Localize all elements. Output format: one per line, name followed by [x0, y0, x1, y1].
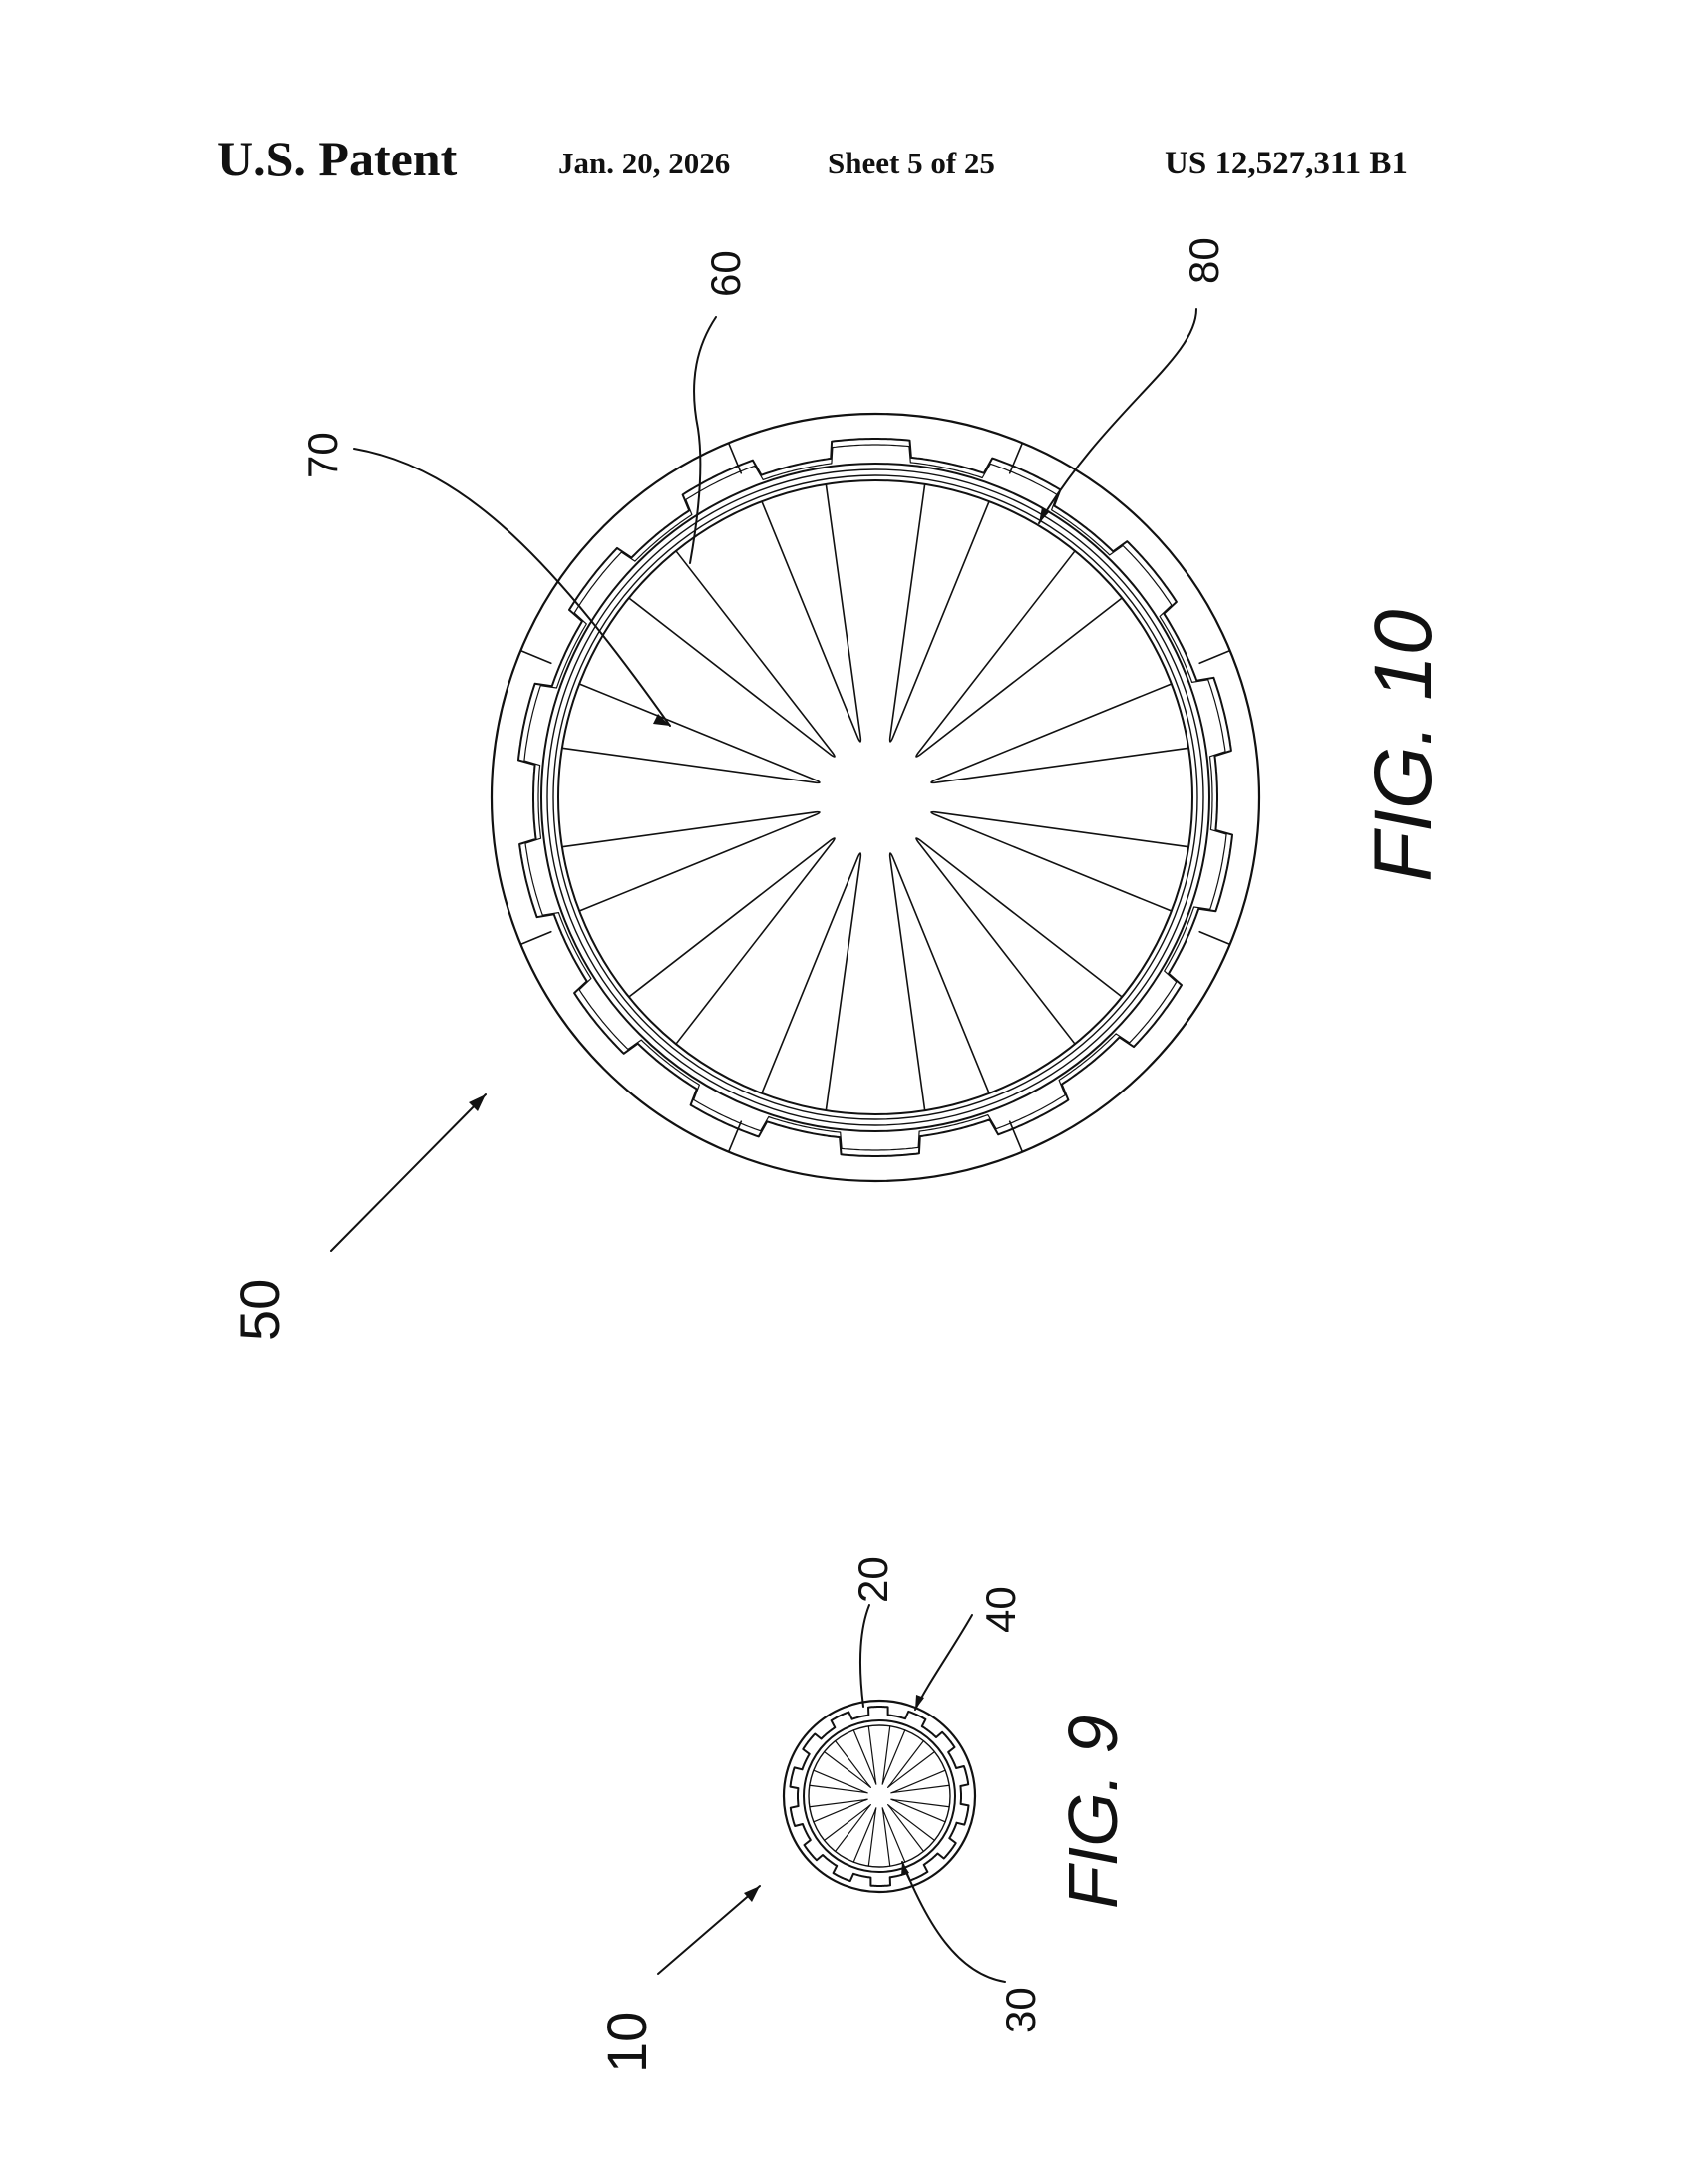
fig10-spoke [561, 683, 821, 784]
fig9-ring-outer [803, 1719, 956, 1873]
fig10-lug-band-inner [523, 444, 1227, 1151]
fig9-spoke [852, 1806, 877, 1867]
figure-10: 50 60 70 80 FIG. 10 [228, 237, 1449, 1341]
fig9-spoke [809, 1798, 869, 1823]
fig9-spoke [886, 1803, 936, 1853]
fig10-arrow-70 [653, 714, 670, 726]
fig9-ref-40: 40 [977, 1586, 1024, 1633]
fig10-ref-70: 70 [299, 432, 346, 478]
fig10-segment-line [727, 1120, 743, 1153]
fig10-spoke [930, 810, 1189, 912]
fig10-spoke [761, 483, 862, 743]
patent-date: Jan. 20, 2026 [558, 146, 731, 180]
fig10-spoke [628, 550, 836, 758]
fig9-spoke [881, 1806, 906, 1867]
fig10-segment-line [1008, 442, 1024, 474]
fig10-ref-60: 60 [702, 250, 749, 297]
fig10-spoke [888, 483, 990, 743]
fig10-leader-70 [353, 448, 671, 727]
fig10-spoke [761, 852, 862, 1111]
fig10-spoke [930, 683, 1189, 784]
fig9-spoke [889, 1798, 950, 1823]
fig9-arrow-40 [915, 1695, 924, 1710]
fig9-ref-20: 20 [849, 1556, 896, 1603]
page-header: U.S. Patent Jan. 20, 2026 Sheet 5 of 25 … [0, 0, 1695, 229]
fig10-segment-line [1198, 930, 1231, 946]
fig10-ref-50: 50 [228, 1279, 291, 1341]
fig9-ref-30: 30 [997, 1987, 1044, 2033]
fig9-ring-inner [808, 1724, 951, 1868]
fig9-arrow-30 [901, 1862, 909, 1876]
fig10-ref-80: 80 [1181, 237, 1227, 284]
fig10-segment-line [1008, 1120, 1024, 1153]
fig9-spoke [889, 1769, 950, 1794]
fig10-leader-60 [689, 316, 717, 564]
figure-9: 10 20 30 40 FIG. 9 [595, 1556, 1132, 2073]
fig9-ref-10: 10 [595, 2012, 658, 2073]
fig10-segment-line [1198, 649, 1231, 665]
fig10-arrow-50 [469, 1094, 486, 1111]
patent-title: U.S. Patent [217, 131, 458, 186]
fig10-segment-line [727, 442, 743, 474]
fig10-spoke [628, 837, 836, 1045]
fig10-arrow-80 [1039, 507, 1050, 523]
fig9-spoke [823, 1803, 872, 1853]
fig10-spokes [561, 483, 1189, 1111]
fig9-caption: FIG. 9 [1054, 1716, 1132, 1909]
fig10-ring-inner [557, 479, 1193, 1115]
fig9-leader-10 [657, 1885, 761, 1975]
fig10-segment-line [519, 930, 552, 946]
fig9-spoke [809, 1769, 869, 1794]
fig10-leader-50 [330, 1093, 487, 1252]
fig10-ring-outer [540, 463, 1210, 1132]
fig9-outer-rim [782, 1699, 977, 1894]
fig9-spoke [852, 1725, 877, 1786]
fig9-leader-30 [901, 1861, 1006, 1983]
fig9-spokes [809, 1725, 950, 1867]
fig9-leader-40 [914, 1614, 973, 1711]
fig10-spoke [888, 852, 990, 1111]
fig9-arrow-10 [744, 1886, 760, 1902]
fig10-outer-segments [519, 442, 1231, 1153]
fig10-spoke [915, 837, 1123, 1045]
fig10-ring-mid2 [552, 474, 1198, 1120]
fig10-leader-80 [1038, 308, 1197, 524]
fig10-outer-rim [490, 412, 1261, 1183]
fig10-segment-line [519, 649, 552, 665]
fig9-lug-band [789, 1706, 970, 1887]
fig9-leader-20 [858, 1604, 870, 1708]
sheet-number: Sheet 5 of 25 [828, 146, 995, 180]
fig9-spoke [886, 1739, 936, 1789]
fig9-spoke [881, 1725, 906, 1786]
fig10-ring-mid [546, 468, 1204, 1126]
fig10-spoke [561, 810, 821, 912]
fig10-spoke [915, 550, 1123, 758]
patent-number: US 12,527,311 B1 [1165, 146, 1408, 181]
fig10-lug-band [517, 438, 1233, 1157]
fig10-caption: FIG. 10 [1358, 610, 1449, 882]
fig9-spoke [823, 1739, 872, 1789]
